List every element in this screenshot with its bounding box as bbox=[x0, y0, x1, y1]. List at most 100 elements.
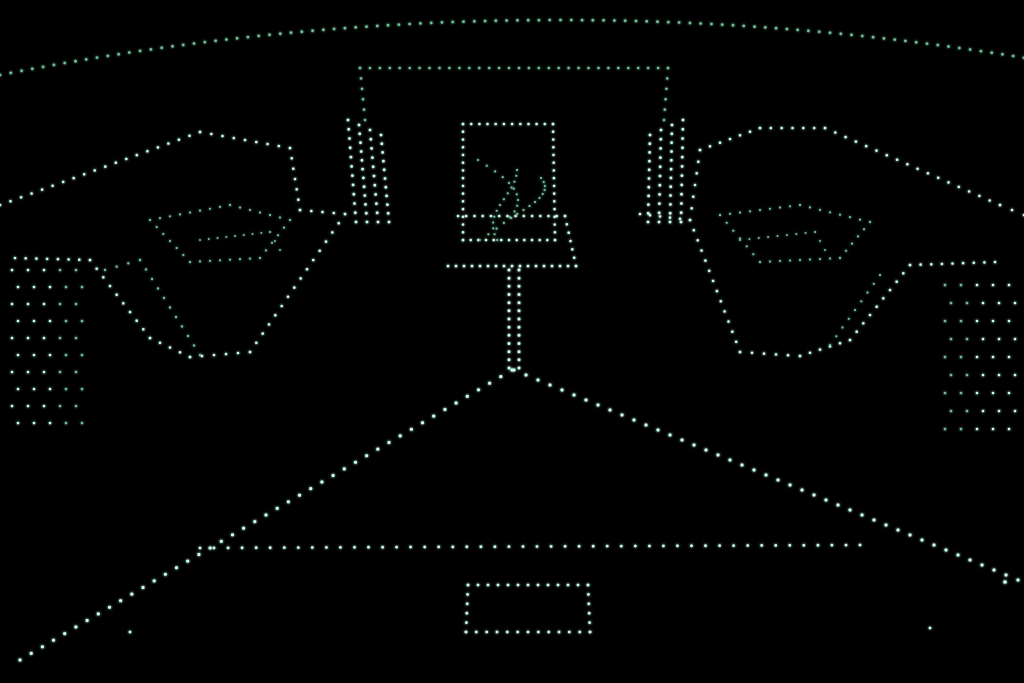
bottom-square-dots bbox=[557, 630, 561, 634]
left-pillar-dots bbox=[354, 220, 358, 224]
left-pillar-dots bbox=[372, 174, 376, 178]
left-pillar-dots bbox=[361, 167, 364, 171]
left-pillar-dots bbox=[350, 165, 353, 168]
center-stand-dots bbox=[507, 293, 511, 296]
left-diagonal-dots bbox=[141, 585, 145, 590]
upper-frame-dots bbox=[664, 97, 667, 101]
outer-arc-dots bbox=[871, 35, 875, 39]
right-hexagon-dots bbox=[838, 256, 842, 260]
bottom-line-dots bbox=[633, 544, 637, 548]
right-pillar-dots bbox=[669, 158, 673, 162]
outer-arc-dots bbox=[214, 39, 218, 43]
bottom-line-dots bbox=[718, 544, 721, 547]
upper-frame-dots bbox=[487, 66, 491, 70]
right-diagonal-dots bbox=[800, 488, 804, 492]
outer-arc-dots bbox=[257, 34, 261, 38]
center-window-dots bbox=[513, 210, 516, 213]
left-diagonal-dots bbox=[119, 599, 123, 603]
outer-arc-dots bbox=[235, 36, 239, 40]
outer-arc-dots bbox=[246, 35, 250, 39]
bottom-line-dots bbox=[549, 545, 553, 548]
center-window-dots bbox=[502, 221, 505, 224]
outer-arc-dots bbox=[462, 20, 465, 23]
right-hexagon-dots bbox=[808, 258, 812, 261]
left-hexagon-dots bbox=[261, 332, 265, 335]
left-hexagon-dots bbox=[218, 205, 222, 208]
left-hexagon-dots bbox=[276, 234, 280, 237]
center-window-dots bbox=[494, 122, 498, 126]
right-hexagon-dots bbox=[957, 185, 961, 189]
right-pillar-dots bbox=[659, 156, 662, 160]
left-hexagon-dots bbox=[32, 421, 36, 425]
left-diagonal-dots bbox=[365, 454, 369, 458]
right-hexagon-dots bbox=[975, 319, 979, 323]
left-hexagon-dots bbox=[42, 268, 46, 272]
center-window-dots bbox=[502, 264, 506, 268]
right-hexagon-dots bbox=[788, 205, 792, 208]
right-hexagon-dots bbox=[855, 330, 858, 334]
outer-arc-dots bbox=[181, 43, 185, 47]
bottom-line-dots bbox=[507, 545, 511, 548]
right-hexagon-dots bbox=[997, 337, 1001, 341]
center-window-dots bbox=[461, 169, 465, 172]
left-hexagon-dots bbox=[58, 302, 62, 306]
upper-frame-dots bbox=[458, 66, 461, 70]
right-pillar-dots bbox=[681, 118, 685, 122]
center-window-dots bbox=[519, 122, 522, 126]
left-hexagon-dots bbox=[74, 404, 78, 408]
right-hexagon-dots bbox=[762, 352, 766, 355]
bottom-line-dots bbox=[802, 543, 806, 547]
outer-arc-dots bbox=[52, 63, 56, 67]
upper-frame-dots bbox=[507, 66, 511, 70]
left-hexagon-dots bbox=[168, 306, 172, 309]
outer-arc-dots bbox=[9, 71, 13, 75]
left-pillar-dots bbox=[362, 176, 365, 180]
left-pillar-dots bbox=[371, 165, 375, 169]
left-hexagon-dots bbox=[286, 295, 290, 299]
left-diagonal-dots bbox=[63, 632, 67, 636]
right-hexagon-dots bbox=[988, 199, 991, 202]
right-hexagon-dots bbox=[791, 126, 794, 130]
center-stand-dots bbox=[517, 333, 521, 337]
right-hexagon-dots bbox=[828, 211, 832, 214]
left-hexagon-dots bbox=[9, 199, 12, 203]
right-pillar-dots bbox=[670, 123, 674, 127]
right-hexagon-dots bbox=[858, 218, 862, 221]
left-hexagon-dots bbox=[24, 257, 28, 260]
left-hexagon-dots bbox=[258, 211, 262, 214]
bottom-square-dots bbox=[464, 630, 468, 634]
left-pillar-dots bbox=[351, 183, 355, 187]
left-hexagon-dots bbox=[32, 387, 36, 391]
bottom-line-dots bbox=[521, 545, 525, 548]
center-window-dots bbox=[461, 200, 465, 203]
right-hexagon-dots bbox=[768, 260, 772, 263]
right-hexagon-dots bbox=[693, 183, 697, 187]
right-hexagon-dots bbox=[808, 206, 812, 209]
center-stand-dots bbox=[507, 284, 511, 288]
upper-frame-dots bbox=[662, 118, 666, 122]
outer-arc-dots bbox=[882, 37, 886, 40]
outer-arc-dots bbox=[710, 22, 713, 26]
center-window-dots bbox=[493, 215, 496, 218]
right-hexagon-dots bbox=[959, 283, 963, 287]
right-hexagon-dots bbox=[997, 373, 1001, 377]
left-hexagon-dots bbox=[238, 206, 242, 209]
right-hexagon-dots bbox=[798, 354, 802, 358]
right-pillar-dots bbox=[680, 192, 683, 196]
left-diagonal-dots bbox=[197, 552, 201, 557]
outer-arc-dots bbox=[990, 51, 994, 55]
right-hexagon-dots bbox=[868, 220, 872, 224]
bottom-line-dots bbox=[591, 544, 595, 548]
center-window-dots bbox=[484, 238, 488, 242]
right-hexagon-dots bbox=[688, 218, 692, 222]
center-stand-dots bbox=[507, 358, 511, 362]
bottom-square-dots bbox=[496, 583, 500, 587]
right-pillar-dots bbox=[647, 185, 651, 189]
right-hexagon-dots bbox=[1010, 208, 1014, 212]
bottom-line-dots bbox=[395, 545, 398, 549]
left-diagonal-dots bbox=[420, 421, 425, 425]
center-stand-dots bbox=[517, 358, 521, 362]
left-hexagon-dots bbox=[74, 302, 78, 306]
right-hexagon-dots bbox=[752, 253, 755, 256]
bottom-square-dots bbox=[546, 583, 550, 587]
